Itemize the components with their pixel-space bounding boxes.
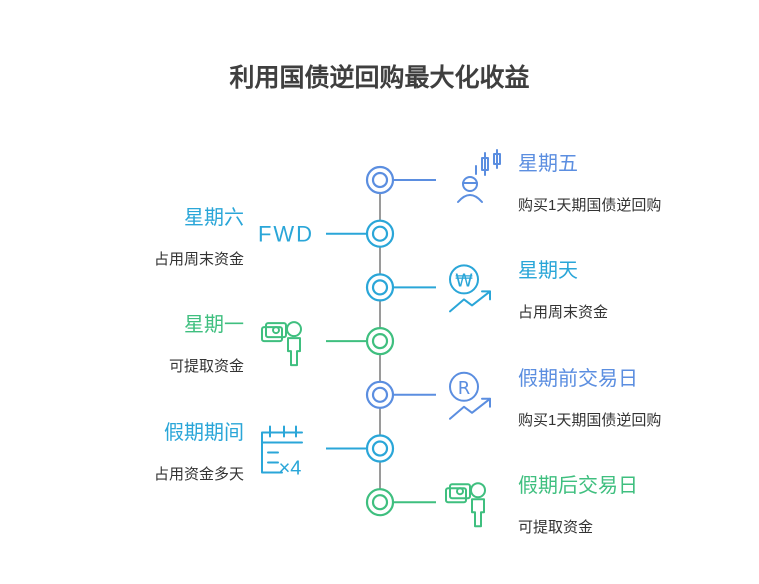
node-4-label: 星期一 <box>184 314 244 337</box>
node-inner-7 <box>371 494 389 511</box>
node-7-label: 假期后交易日 <box>518 475 638 498</box>
node-inner-4 <box>371 333 389 350</box>
node-6-desc: 占用资金多天 <box>153 465 244 483</box>
investor-candlestick-icon <box>457 149 501 203</box>
r-growth-icon: R <box>449 371 491 420</box>
node-inner-1 <box>371 171 389 189</box>
icon-letter: ₩ <box>455 270 473 291</box>
node-inner-5 <box>371 386 389 403</box>
node-7-desc: 可提取资金 <box>518 519 594 537</box>
node-inner-2 <box>371 225 389 242</box>
fwd-icon: FWD <box>258 222 314 247</box>
node-5-label: 假期前交易日 <box>518 367 638 390</box>
node-1-desc: 购买1天期国债逆回购 <box>518 197 662 214</box>
node-3-desc: 占用周末资金 <box>518 304 609 322</box>
node-inner-3 <box>371 279 389 296</box>
x4-text: ×4 <box>279 458 302 480</box>
fwd-icon-text: FWD <box>258 222 314 247</box>
calendar-x4-icon: ×4 <box>261 425 303 480</box>
node-6-label: 假期期间 <box>164 421 244 444</box>
person-cash-icon <box>261 321 302 367</box>
node-2-desc: 占用周末资金 <box>153 250 244 268</box>
page-title: 利用国债逆回购最大化收益 <box>229 64 530 92</box>
node-inner-6 <box>371 440 389 457</box>
icon-letter: R <box>458 378 471 399</box>
node-4-desc: 可提取资金 <box>168 358 244 376</box>
person-cash-icon <box>445 482 486 528</box>
won-growth-icon: ₩ <box>449 264 491 313</box>
node-1-label: 星期五 <box>518 153 578 175</box>
node-2-label: 星期六 <box>184 206 244 229</box>
node-3-label: 星期天 <box>518 260 578 283</box>
node-5-desc: 购买1天期国债逆回购 <box>518 411 662 429</box>
